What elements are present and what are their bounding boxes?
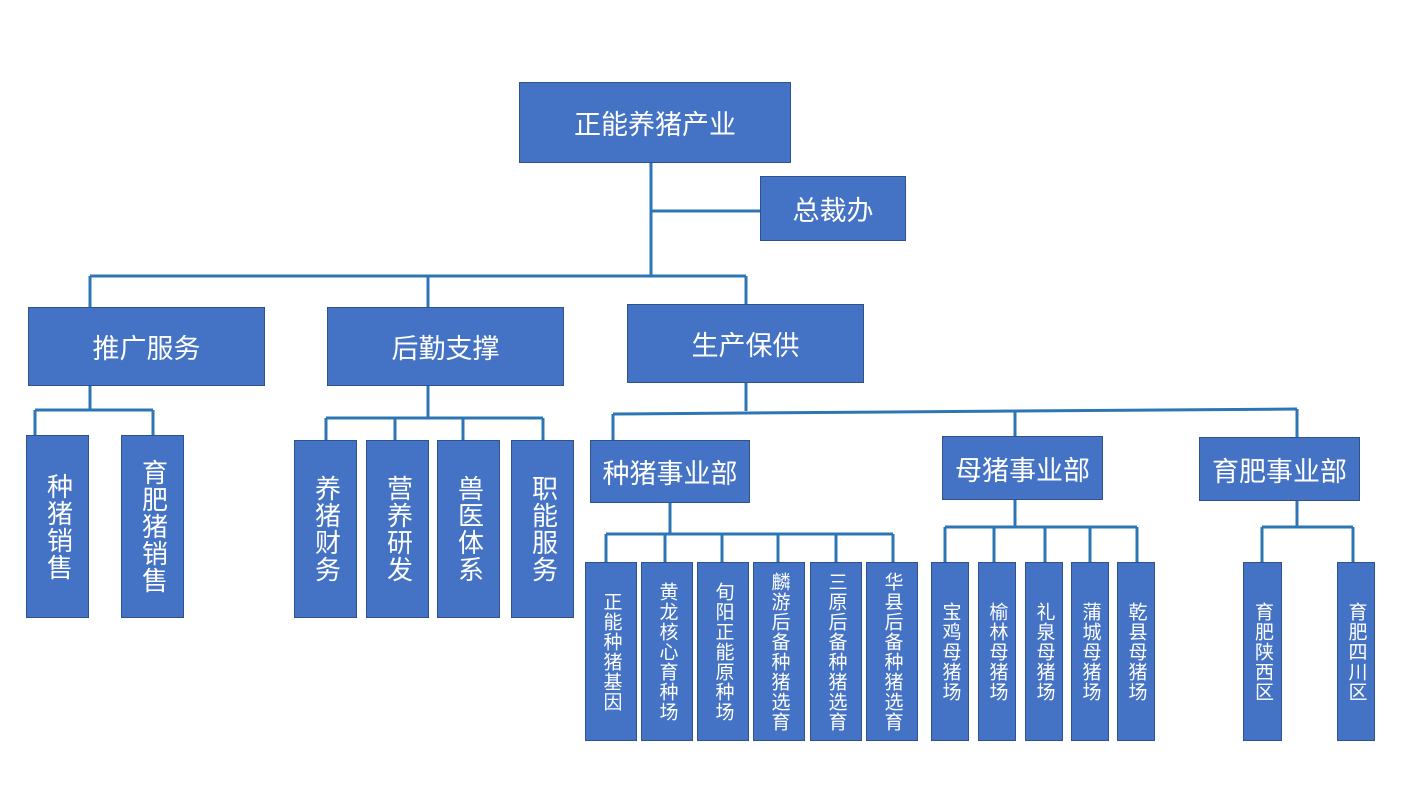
division-production-node: 生产保供 [627, 304, 864, 383]
root-node: 正能养猪产业 [519, 82, 791, 163]
unit-baoji-sow: 宝鸡母猪场 [931, 562, 969, 741]
unit-yulin-sow: 榆林母猪场 [978, 562, 1016, 741]
division-promotion-node: 推广服务 [28, 307, 265, 386]
unit-qianxian-sow: 乾县母猪场 [1117, 562, 1155, 741]
unit-sanyuan-replacement: 三原后备种猪选育 [810, 562, 862, 741]
unit-nutrition-rd: 营养研发 [366, 440, 429, 618]
unit-finishing-shaanxi: 育肥陕西区 [1243, 562, 1282, 741]
unit-pucheng-sow: 蒲城母猪场 [1071, 562, 1109, 741]
unit-huanglong-nucleus: 黄龙核心育种场 [641, 562, 693, 741]
unit-zn-genetics: 正能种猪基因 [585, 562, 637, 741]
unit-functional-services: 职能服务 [511, 440, 574, 618]
unit-huaxian-replacement: 华县后备种猪选育 [866, 562, 918, 741]
unit-linyou-replacement: 麟游后备种猪选育 [753, 562, 805, 741]
unit-veterinary: 兽医体系 [437, 440, 500, 618]
dept-sow-node: 母猪事业部 [942, 436, 1103, 500]
president-office-node: 总裁办 [760, 176, 906, 241]
unit-finishing-sichuan: 育肥四川区 [1337, 562, 1375, 741]
unit-finishing-sales: 育肥猪销售 [121, 435, 184, 618]
dept-finishing-node: 育肥事业部 [1199, 437, 1360, 501]
unit-breeder-sales: 种猪销售 [26, 435, 89, 618]
unit-liquan-sow: 礼泉母猪场 [1025, 562, 1063, 741]
division-logistics-node: 后勤支撑 [327, 307, 564, 386]
unit-finance: 养猪财务 [294, 440, 357, 618]
unit-xunyang-gp: 旬阳正能原种场 [697, 562, 749, 741]
dept-breeding-node: 种猪事业部 [590, 440, 750, 503]
